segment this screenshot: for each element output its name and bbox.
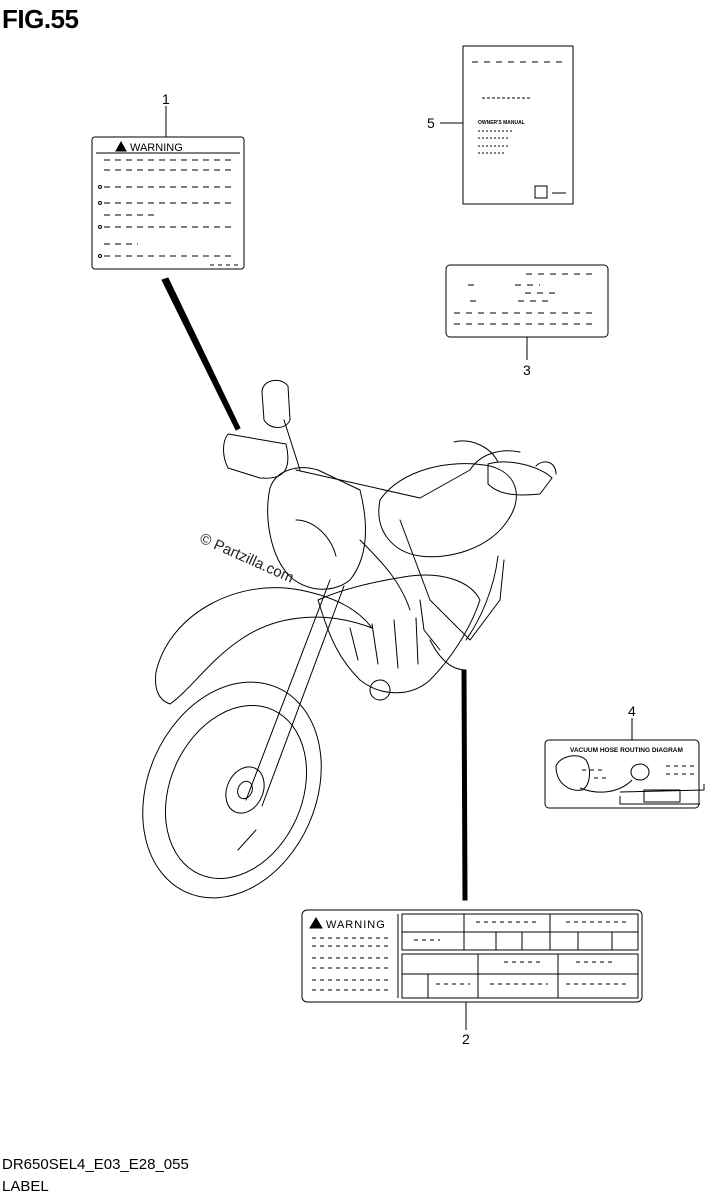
leader-line-2-pointer <box>461 669 468 901</box>
callout-number-3: 3 <box>523 362 531 378</box>
callout-number-4: 4 <box>628 703 636 719</box>
callout-number-5: 5 <box>427 115 435 131</box>
warning-label-2-part[interactable] <box>301 909 643 1003</box>
warning-label-2-heading: WARNING <box>326 919 386 931</box>
owners-manual-heading: OWNER'S MANUAL <box>478 120 525 126</box>
vacuum-hose-label-part[interactable] <box>544 739 705 809</box>
figure-code: DR650SEL4_E03_E28_055 <box>2 1156 189 1173</box>
vacuum-hose-label-heading: VACUUM HOSE ROUTING DIAGRAM <box>570 747 683 754</box>
warning-label-1-heading: WARNING <box>130 142 183 154</box>
callout-number-2: 2 <box>462 1031 470 1047</box>
label-3-part[interactable] <box>445 264 609 338</box>
owners-manual-part[interactable] <box>462 45 574 205</box>
figure-section: LABEL <box>2 1178 49 1195</box>
figure-title: FIG.55 <box>2 4 79 34</box>
leader-line-1-pointer <box>161 277 241 431</box>
motorcycle-drawing <box>142 379 557 899</box>
warning-label-1-part[interactable] <box>91 136 245 270</box>
callout-number-1: 1 <box>162 91 170 107</box>
